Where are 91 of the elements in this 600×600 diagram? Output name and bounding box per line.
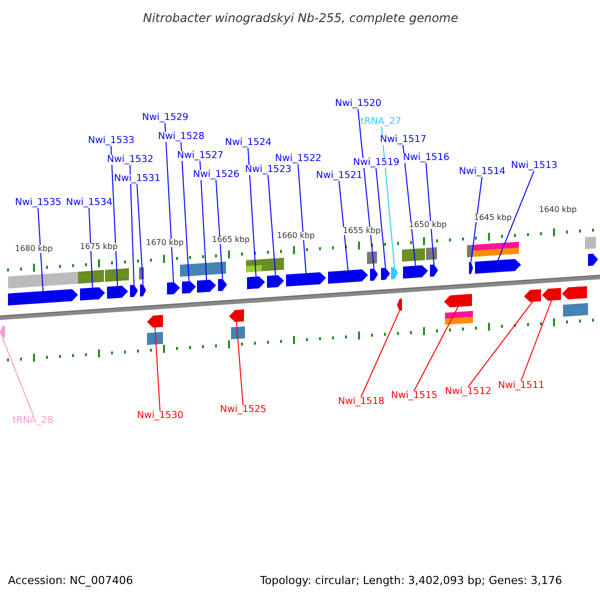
gene-label: Nwi_1512 bbox=[445, 387, 492, 396]
gene-label: Nwi_1513 bbox=[511, 161, 558, 170]
gene-symbol bbox=[328, 269, 368, 284]
gene-label: Nwi_1519 bbox=[353, 158, 400, 168]
gene-symbol bbox=[469, 262, 473, 274]
gene-label: Nwi_1511 bbox=[498, 381, 544, 390]
scale-label: 1660 kbp bbox=[277, 232, 315, 240]
gene-label: Nwi_1522 bbox=[275, 154, 322, 164]
scale-label: 1640 kbp bbox=[539, 206, 577, 214]
gene-symbol bbox=[107, 286, 128, 299]
gene-symbol bbox=[147, 314, 163, 328]
gene-symbol bbox=[397, 298, 402, 311]
gene-symbol bbox=[182, 281, 196, 294]
gene-label: Nwi_1531 bbox=[114, 174, 160, 184]
leader-line bbox=[470, 176, 482, 262]
gene-label: Nwi_1521 bbox=[316, 171, 362, 180]
gene-label: Nwi_1514 bbox=[459, 167, 506, 176]
gene-symbol bbox=[267, 275, 284, 288]
gene-symbol bbox=[80, 287, 105, 301]
gene-symbol bbox=[381, 268, 390, 280]
scale-label: 1650 kbp bbox=[409, 221, 447, 229]
gene-label: Nwi_1524 bbox=[225, 138, 272, 148]
leader-line bbox=[426, 162, 434, 265]
leader-line bbox=[376, 168, 386, 268]
gene-label: Nwi_1516 bbox=[403, 153, 450, 162]
gene-symbol bbox=[403, 265, 428, 279]
gene-symbol bbox=[229, 309, 244, 322]
leader-line bbox=[520, 300, 552, 382]
leader-line bbox=[498, 170, 534, 261]
gene-symbol bbox=[370, 268, 378, 281]
leader-line bbox=[236, 321, 244, 406]
leader-line bbox=[2, 337, 34, 416]
scale-label: 1680 kbp bbox=[15, 245, 53, 253]
gene-symbol bbox=[391, 267, 398, 280]
gene-symbol bbox=[286, 272, 326, 287]
gene-label: Nwi_1520 bbox=[335, 99, 382, 108]
gene-label: Nwi_1528 bbox=[158, 132, 204, 142]
gene-label: Nwi_1534 bbox=[66, 198, 112, 208]
scale-label: 1655 kbp bbox=[343, 227, 381, 235]
gene-symbol bbox=[475, 258, 521, 274]
leader-line bbox=[358, 108, 374, 270]
gene-label: Nwi_1529 bbox=[142, 113, 188, 122]
gene-label: Nwi_1518 bbox=[338, 397, 384, 406]
leader-line bbox=[164, 122, 174, 283]
gene-symbol bbox=[444, 294, 472, 308]
genome-summary-text: Topology: circular; Length: 3,402,093 bp; Genes: 3,176 bbox=[260, 574, 562, 586]
leader-line bbox=[216, 180, 223, 280]
accession-text: Accession: NC_007406 bbox=[8, 574, 134, 586]
leader-line bbox=[248, 148, 256, 278]
gene-symbol bbox=[542, 288, 561, 301]
scale-label: 1645 kbp bbox=[474, 214, 512, 222]
leader-line bbox=[360, 310, 400, 398]
gene-label: Nwi_1515 bbox=[391, 391, 438, 400]
gene-symbol bbox=[130, 284, 138, 298]
gene-label: Nwi_1526 bbox=[193, 170, 240, 180]
leader-line bbox=[38, 208, 44, 292]
gene-symbol bbox=[524, 289, 541, 302]
gene-label: tRNA_28 bbox=[12, 416, 54, 426]
leader-line bbox=[200, 160, 207, 280]
gene-symbol bbox=[8, 289, 78, 306]
scale-label: 1675 kbp bbox=[80, 243, 118, 251]
leader-line bbox=[468, 301, 533, 388]
gene-symbol bbox=[430, 264, 438, 277]
leader-line bbox=[88, 208, 93, 288]
gene-symbol bbox=[167, 282, 180, 295]
gene-label: Nwi_1530 bbox=[137, 411, 184, 420]
gene-label: Nwi_1535 bbox=[15, 198, 62, 208]
gene-label: Nwi_1533 bbox=[88, 136, 134, 146]
leader-line bbox=[154, 326, 160, 412]
leader-line bbox=[338, 180, 348, 271]
leader-line bbox=[180, 142, 190, 282]
title: Nitrobacter winogradskyi Nb-255, complete genome bbox=[143, 12, 458, 24]
gene-label: Nwi_1525 bbox=[220, 405, 266, 414]
gene-symbol bbox=[247, 276, 265, 290]
scale-label: 1665 kbp bbox=[212, 236, 250, 244]
gene-label: Nwi_1532 bbox=[107, 155, 154, 164]
gene-symbol bbox=[140, 284, 146, 296]
gene-symbol bbox=[218, 278, 227, 292]
gene-symbol bbox=[197, 280, 216, 293]
leader-line bbox=[136, 184, 144, 285]
gene-label: tRNA_27 bbox=[360, 117, 402, 126]
leader-line bbox=[268, 174, 276, 276]
gene-label: Nwi_1517 bbox=[380, 135, 426, 144]
gene-label: Nwi_1527 bbox=[177, 151, 224, 160]
gene-symbol bbox=[0, 326, 5, 338]
leader-line bbox=[298, 164, 306, 274]
leader-line bbox=[414, 306, 458, 392]
leader-line bbox=[130, 164, 134, 286]
gene-label: Nwi_1523 bbox=[245, 165, 292, 174]
scale-label: 1670 kbp bbox=[146, 239, 184, 247]
leader-line bbox=[110, 146, 118, 286]
